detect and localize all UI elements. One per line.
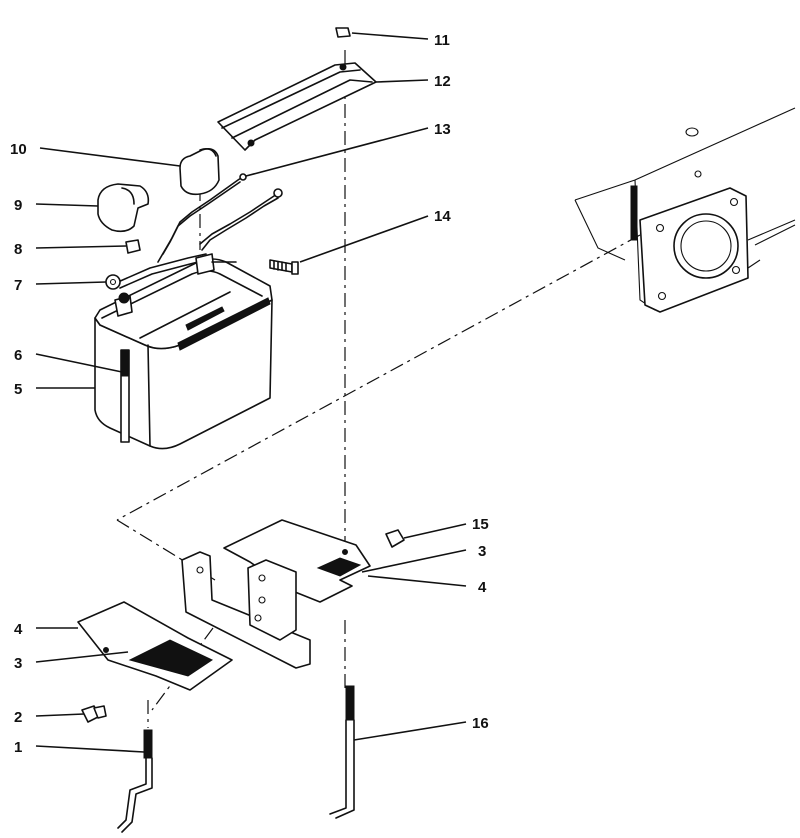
- callout-7: 7: [14, 277, 22, 294]
- callout-15: 15: [472, 516, 489, 533]
- part-16-j-bolt: [329, 685, 355, 819]
- callout-14: 14: [434, 208, 451, 225]
- part-15-nut: [385, 529, 405, 548]
- callout-12: 12: [434, 73, 451, 90]
- callout-11: 11: [434, 32, 450, 49]
- part-2-bolt: [81, 705, 107, 723]
- callout-4-left: 4: [14, 621, 23, 638]
- part-6-rod: [120, 349, 130, 443]
- part-10-terminal-cover: [179, 148, 220, 196]
- callout-2: 2: [14, 709, 22, 726]
- lower-battery-tray: [77, 601, 233, 691]
- callout-6: 6: [14, 347, 22, 364]
- part-14-bolt: [269, 259, 299, 275]
- part-5-battery: [94, 253, 273, 450]
- callout-1: 1: [14, 739, 22, 756]
- part-9-terminal-cover: [97, 183, 150, 233]
- callout-3-left: 3: [14, 655, 22, 672]
- callout-16: 16: [472, 715, 489, 732]
- leader-lines: [35, 32, 467, 753]
- part-7-terminal: [105, 274, 121, 290]
- callout-5: 5: [14, 381, 22, 398]
- callout-13: 13: [434, 121, 451, 138]
- alignment-lines: [116, 50, 641, 728]
- mount-plate: [181, 551, 311, 669]
- mounting-housing: [574, 107, 796, 313]
- callout-labels: 11 12 13 10 9 14 8 7 6 5 15 3 4 4 3 2 1 …: [10, 32, 489, 756]
- callout-3-right: 3: [478, 543, 486, 560]
- callout-8: 8: [14, 241, 22, 258]
- part-12-hold-down-bracket: [217, 62, 377, 151]
- part-11-nut: [335, 27, 351, 38]
- upper-battery-tray: [223, 519, 371, 603]
- part-8-nut: [125, 239, 141, 254]
- callout-4-right: 4: [478, 579, 487, 596]
- callout-9: 9: [14, 197, 22, 214]
- part-1-j-bolt: [117, 729, 153, 833]
- callout-10: 10: [10, 141, 27, 158]
